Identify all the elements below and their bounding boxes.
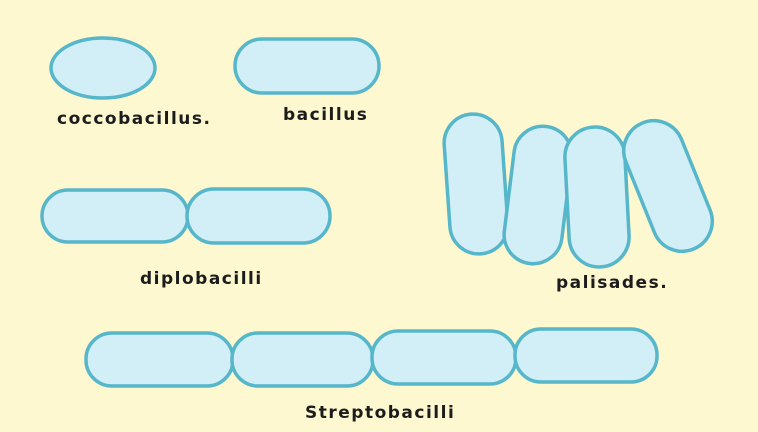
streptobacilli-cell-4 <box>515 329 657 382</box>
diplobacilli-cell-2 <box>187 189 330 243</box>
palisades-group: palisades. <box>442 112 721 293</box>
bacillus-group: bacillus <box>235 39 379 125</box>
palisades-label: palisades. <box>556 273 668 293</box>
palisades-cell-3 <box>563 126 630 269</box>
streptobacilli-cell-1 <box>86 333 233 386</box>
diplobacilli-label: diplobacilli <box>140 269 263 289</box>
streptobacilli-cell-2 <box>232 333 373 386</box>
diplobacilli-group: diplobacilli <box>42 189 330 289</box>
coccobacillus-label: coccobacillus. <box>57 109 211 129</box>
palisades-cell-1 <box>442 112 510 256</box>
diplobacilli-cell-1 <box>42 190 188 242</box>
coccobacillus-cell <box>51 38 155 98</box>
streptobacilli-group: Streptobacilli <box>86 329 657 423</box>
streptobacilli-cell-3 <box>372 331 516 384</box>
coccobacillus-group: coccobacillus. <box>51 38 211 129</box>
streptobacilli-label: Streptobacilli <box>305 403 455 423</box>
palisades-cell-2 <box>501 123 575 267</box>
bacillus-cell <box>235 39 379 93</box>
bacillus-label: bacillus <box>283 105 368 125</box>
